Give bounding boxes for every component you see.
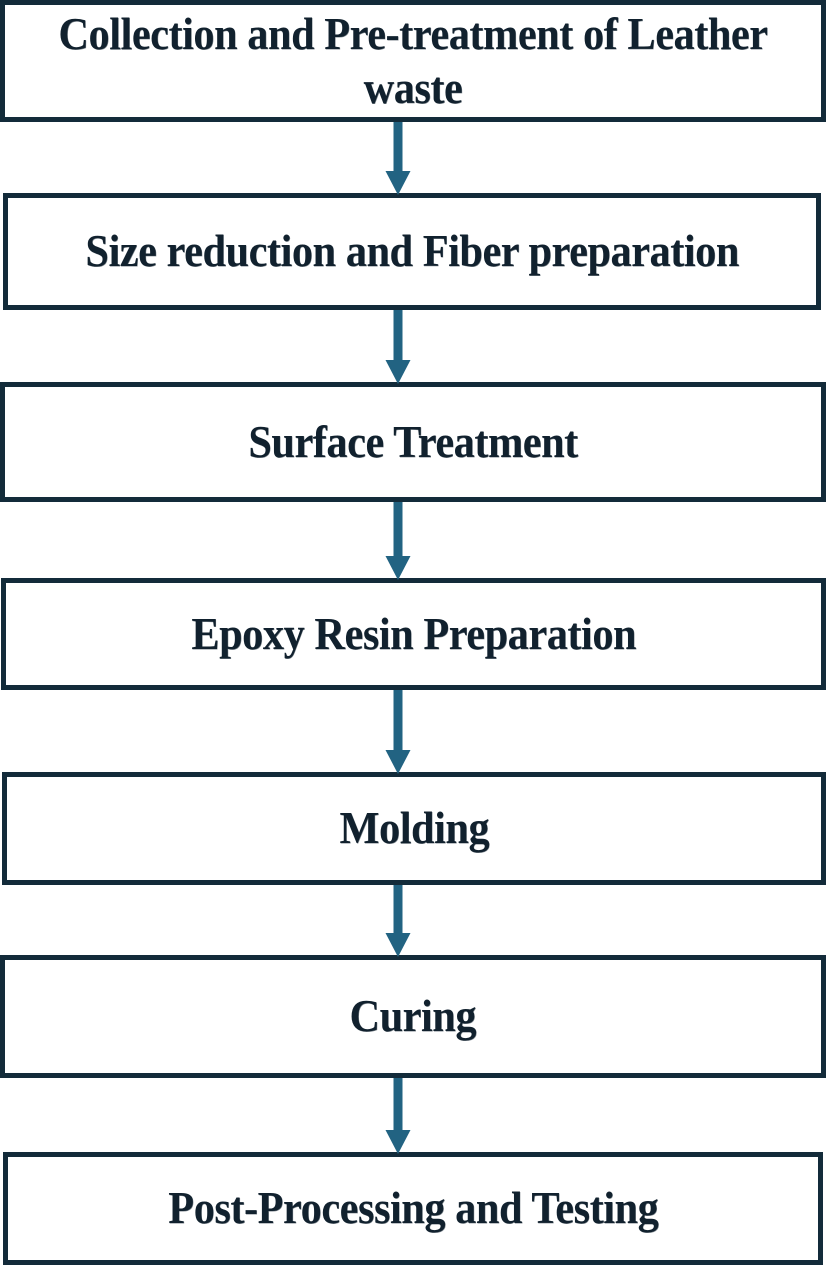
flow-arrow-down-icon <box>378 502 418 580</box>
flowchart-node-post-processing[interactable]: Post-Processing and Testing <box>3 1152 823 1265</box>
node-label: Curing <box>349 990 477 1042</box>
flowchart-node-epoxy-resin[interactable]: Epoxy Resin Preparation <box>1 578 826 690</box>
node-label: Epoxy Resin Preparation <box>191 607 636 659</box>
flow-arrow-down-icon <box>378 690 418 774</box>
node-label: Size reduction and Fiber preparation <box>85 225 739 277</box>
flow-arrow-down-icon <box>378 122 418 195</box>
node-label: Post-Processing and Testing <box>167 1182 659 1234</box>
flowchart-node-surface-treatment[interactable]: Surface Treatment <box>0 382 826 502</box>
node-label: Molding <box>339 802 489 854</box>
flow-arrow-down-icon <box>378 310 418 384</box>
flowchart-node-curing[interactable]: Curing <box>0 955 826 1078</box>
flow-arrow-down-icon <box>378 1078 418 1154</box>
node-label: Surface Treatment <box>248 415 578 467</box>
node-label: Collection and Pre-treatment of Leather … <box>58 7 768 113</box>
flow-arrow-down-icon <box>378 885 418 957</box>
flowchart-node-size-reduction[interactable]: Size reduction and Fiber preparation <box>3 193 821 310</box>
flowchart-node-molding[interactable]: Molding <box>2 772 826 885</box>
flowchart-node-collection[interactable]: Collection and Pre-treatment of Leather … <box>0 0 826 122</box>
